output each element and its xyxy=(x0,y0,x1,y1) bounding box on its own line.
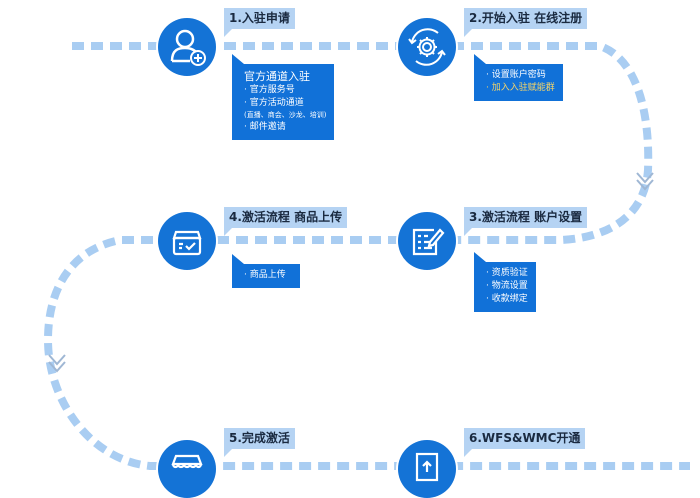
connector-row-1 xyxy=(72,42,653,244)
step-3-title: 3.激活流程 账户设置 xyxy=(464,207,588,236)
step-1-item: · 官方活动通道 xyxy=(244,98,304,108)
step-1-node xyxy=(158,18,216,76)
step-2-node xyxy=(398,18,456,76)
upload-box-icon xyxy=(415,452,439,482)
step-3-item: · 资质验证 xyxy=(486,268,528,278)
step-1-info-box: 官方通道入驻 · 官方服务号 · 官方活动通道 (直播、商会、沙龙、培训) · … xyxy=(232,54,335,140)
step-3-node xyxy=(398,212,456,270)
step-2-item: · 设置账户密码 xyxy=(486,70,546,80)
step-6-title: 6.WFS&WMC开通 xyxy=(464,428,586,457)
step-1-heading: 官方通道入驻 xyxy=(244,70,310,83)
step-4-node xyxy=(158,212,216,270)
chevron-down-icon xyxy=(48,354,66,373)
step-4-item: · 商品上传 xyxy=(244,270,286,280)
gear-refresh-icon xyxy=(408,28,446,66)
chevron-down-icon xyxy=(636,172,654,191)
step-1-item: · 邮件邀请 xyxy=(244,122,286,132)
step-2-info-box: · 设置账户密码 · 加入入驻赋能群 xyxy=(474,54,563,101)
step-4-title: 4.激活流程 商品上传 xyxy=(224,207,348,236)
step-1-item: · 官方服务号 xyxy=(244,85,295,95)
step-4-info-box: · 商品上传 xyxy=(232,254,300,288)
step-2-title: 2.开始入驻 在线注册 xyxy=(464,8,588,37)
connector-row-2 xyxy=(43,236,690,470)
step-2-highlight: · 加入入驻赋能群 xyxy=(486,83,555,93)
product-box-icon xyxy=(172,230,202,256)
step-3-info-box: · 资质验证 · 物流设置 · 收款绑定 xyxy=(474,252,536,312)
step-5-node xyxy=(158,440,216,498)
document-edit-icon xyxy=(412,228,445,256)
step-6-node xyxy=(398,440,456,498)
step-5-title: 5.完成激活 xyxy=(224,428,295,457)
flow-connector xyxy=(43,42,690,470)
step-1-note: (直播、商会、沙龙、培训) xyxy=(244,111,327,119)
user-add-icon xyxy=(170,29,206,66)
step-3-item: · 收款绑定 xyxy=(486,294,528,304)
step-3-item: · 物流设置 xyxy=(486,281,528,291)
storefront-icon xyxy=(171,454,203,469)
step-1-title: 1.入驻申请 xyxy=(224,8,295,37)
